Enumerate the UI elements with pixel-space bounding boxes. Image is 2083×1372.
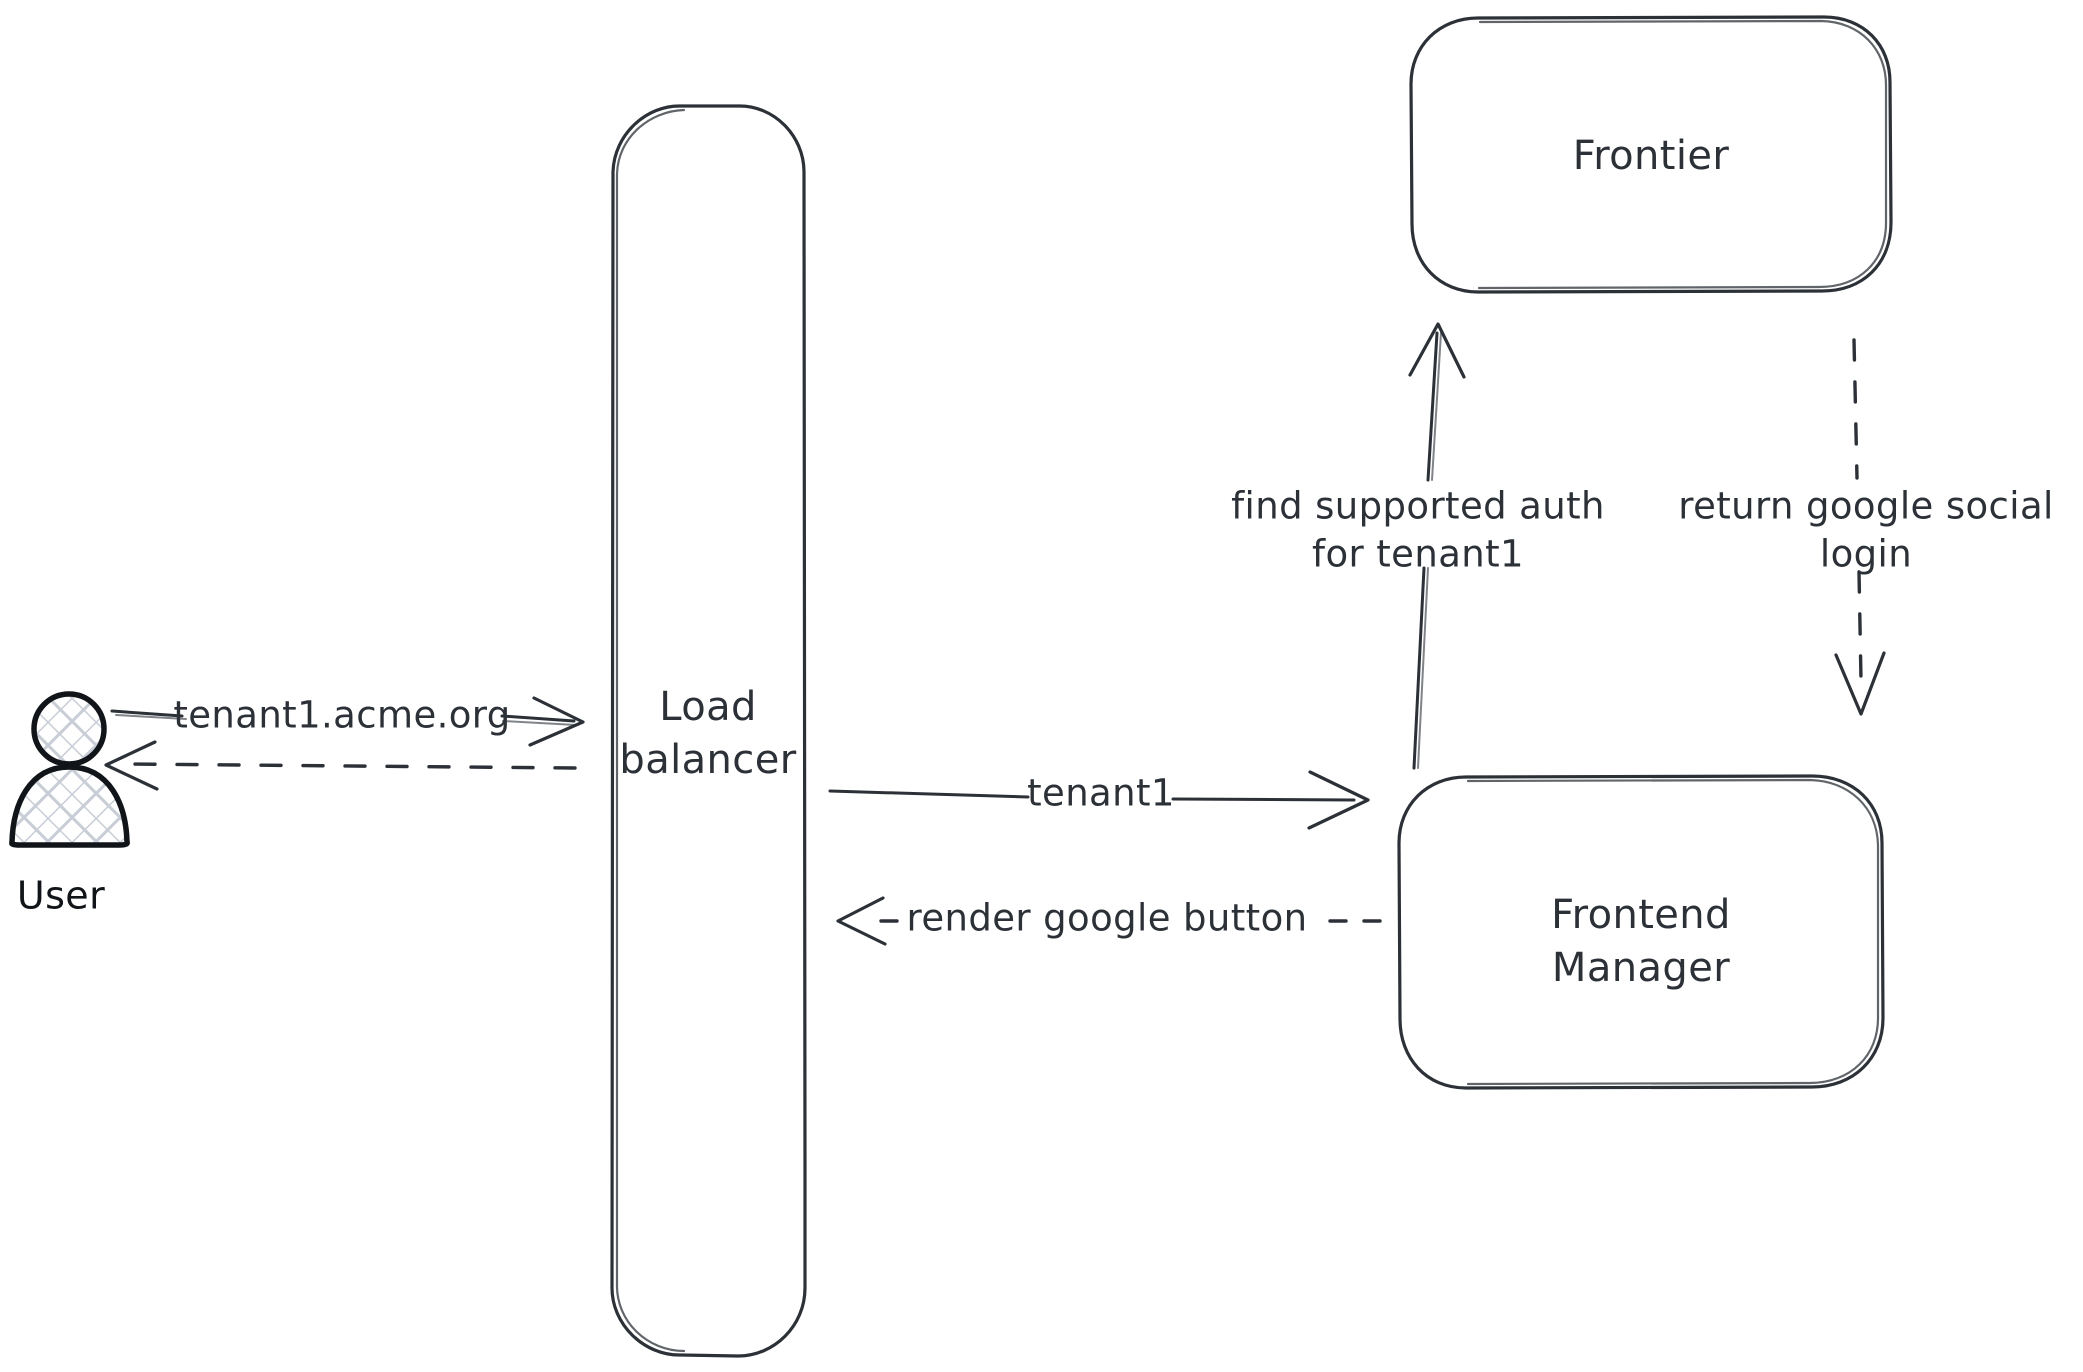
- edge-user-to-lb-line-right-sketch: [502, 720, 577, 726]
- node-user[interactable]: User: [9, 691, 130, 918]
- edge-fm-to-frontier-arrowhead: [1408, 322, 1466, 379]
- edge-lb-to-user-line: [124, 762, 577, 770]
- edge-fm-to-frontier-line-lower-sketch: [1417, 567, 1429, 769]
- edge-lb-to-fm-label: tenant1: [1027, 772, 1175, 815]
- load-balancer-shape: [610, 104, 807, 1358]
- load-balancer-label-line1: Load: [659, 684, 757, 730]
- user-label: User: [17, 874, 105, 918]
- edge-lb-to-fm-line-left: [828, 789, 1030, 799]
- edge-load-balancer-to-user[interactable]: [104, 740, 577, 791]
- edge-frontend-manager-to-load-balancer[interactable]: render google button: [836, 896, 1382, 946]
- edge-user-to-load-balancer[interactable]: tenant1.acme.org: [110, 694, 585, 747]
- edge-fm-to-lb-arrowhead: [836, 896, 887, 946]
- edge-lb-to-fm-line-right: [1171, 797, 1356, 802]
- edge-fm-to-frontier-label-line1: find supported auth: [1231, 485, 1605, 528]
- frontier-label: Frontier: [1573, 133, 1730, 179]
- frontend-manager-shape: [1397, 774, 1885, 1090]
- node-frontier[interactable]: Frontier: [1409, 15, 1893, 294]
- edge-user-to-lb-line-left: [110, 709, 184, 718]
- edge-user-to-lb-label: tenant1.acme.org: [173, 694, 510, 737]
- user-body-icon: [9, 764, 130, 848]
- edge-frontend-manager-to-frontier[interactable]: find supported auth for tenant1: [1231, 322, 1605, 770]
- edge-fm-to-frontier-label-line2: for tenant1: [1312, 533, 1524, 576]
- edge-fm-to-lb-label: render google button: [907, 897, 1308, 940]
- edge-lb-to-user-arrowhead: [104, 740, 159, 791]
- node-frontend-manager[interactable]: Frontend Manager: [1397, 774, 1885, 1090]
- edge-lb-to-fm-arrowhead: [1307, 770, 1370, 830]
- frontend-manager-label-line1: Frontend: [1551, 892, 1731, 938]
- frontier-shape-sketch: [1477, 19, 1888, 290]
- edge-user-to-lb-line-left-sketch: [115, 714, 187, 720]
- load-balancer-label-line2: balancer: [619, 737, 796, 783]
- edge-frontier-to-fm-label-line2: login: [1820, 533, 1912, 576]
- frontend-manager-shape-sketch: [1466, 778, 1880, 1086]
- node-load-balancer[interactable]: Load balancer: [610, 104, 807, 1358]
- edge-load-balancer-to-frontend-manager[interactable]: tenant1: [828, 770, 1370, 830]
- frontier-shape: [1409, 15, 1893, 294]
- edge-fm-to-frontier-line-upper-sketch: [1431, 332, 1442, 481]
- edge-fm-to-frontier-line-lower: [1412, 566, 1426, 770]
- edge-frontier-to-fm-label-line1: return google social: [1678, 485, 2053, 528]
- frontend-manager-label-line2: Manager: [1552, 945, 1730, 991]
- edge-fm-to-frontier-line-upper: [1426, 331, 1439, 482]
- edge-frontier-to-fm-line-lower: [1857, 570, 1863, 682]
- edge-frontier-to-fm-line-upper: [1852, 338, 1859, 480]
- load-balancer-shape-sketch: [615, 108, 686, 1353]
- edge-frontier-to-frontend-manager[interactable]: return google social login: [1678, 338, 2053, 716]
- edge-user-to-lb-line-right: [500, 714, 576, 723]
- edge-user-to-lb-arrowhead: [528, 696, 585, 747]
- edge-frontier-to-fm-arrowhead: [1834, 651, 1886, 716]
- user-head-icon: [31, 691, 107, 767]
